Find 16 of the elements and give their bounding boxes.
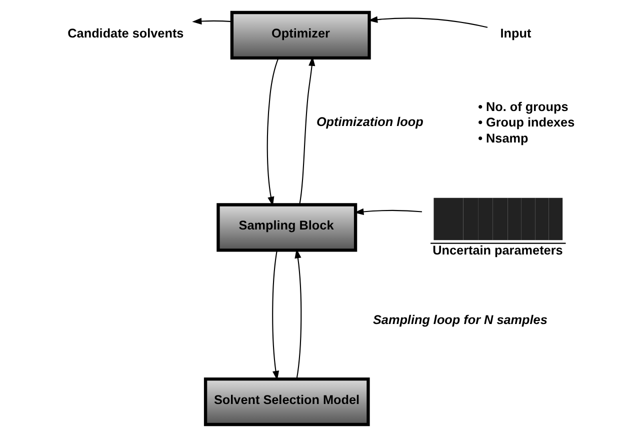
node-box: Sampling Block bbox=[216, 203, 357, 252]
node-box: Solvent Selection Model bbox=[203, 377, 370, 426]
arrow bbox=[368, 16, 488, 28]
label: • Group indexes bbox=[478, 116, 574, 130]
arrow bbox=[294, 248, 302, 379]
label: • Nsamp bbox=[478, 132, 528, 146]
label: Optimization loop bbox=[316, 115, 423, 130]
label: • No. of groups bbox=[478, 100, 568, 114]
node-text: Input bbox=[500, 26, 531, 40]
arrow bbox=[266, 58, 278, 206]
label: Sampling loop for N samples bbox=[372, 313, 547, 328]
arrow bbox=[272, 250, 279, 380]
node-label: Uncertain parameters bbox=[432, 244, 562, 258]
node-text: Candidate solvents bbox=[67, 26, 184, 40]
node-box: Optimizer bbox=[230, 10, 370, 60]
arrow bbox=[192, 18, 232, 25]
